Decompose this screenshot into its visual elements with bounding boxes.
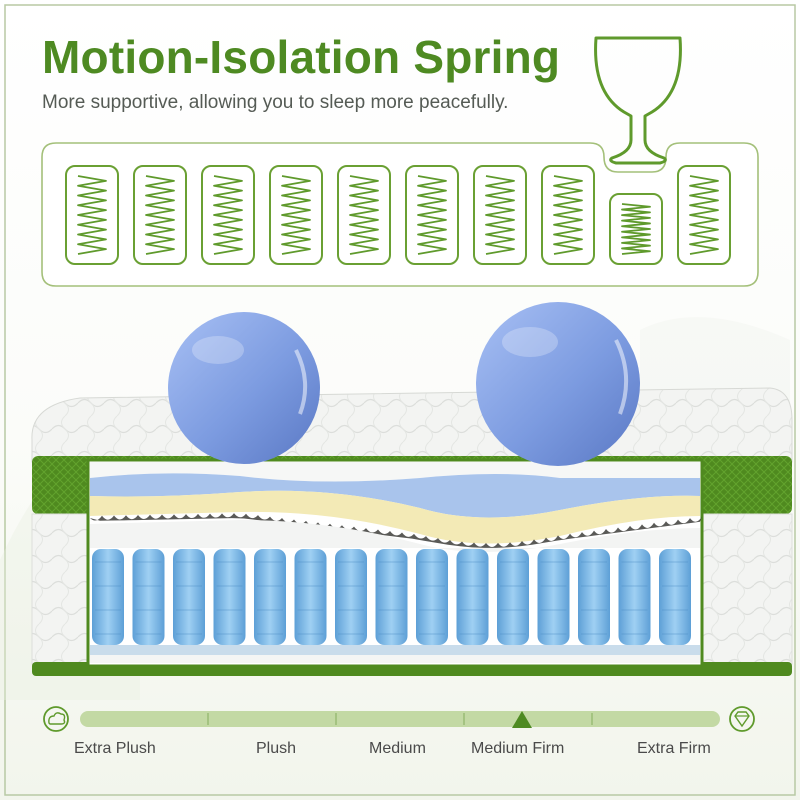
layer-gel-blue bbox=[90, 473, 700, 518]
pocket-coil bbox=[456, 549, 489, 645]
spring-icon bbox=[269, 165, 323, 265]
banner-title: Motion-Isolation Spring bbox=[42, 31, 561, 83]
pocket-coil bbox=[618, 549, 651, 645]
weight-ball-right bbox=[476, 302, 640, 466]
spring-icon bbox=[65, 165, 119, 265]
diamond-icon bbox=[729, 706, 755, 732]
firmness-label-medium: Medium bbox=[369, 740, 426, 757]
mattress-cross-section bbox=[0, 302, 793, 700]
firmness-label-plush: Plush bbox=[256, 740, 297, 757]
spring-icon bbox=[677, 165, 731, 265]
base-layer-light bbox=[90, 645, 700, 655]
layer-eggcrate-foam bbox=[90, 513, 702, 548]
firmness-ticks bbox=[207, 713, 593, 725]
spring-icon bbox=[473, 165, 527, 265]
firmness-label-extra-plush: Extra Plush bbox=[74, 740, 156, 757]
firmness-track bbox=[80, 711, 720, 727]
pocket-coil bbox=[335, 549, 367, 645]
wine-glass-icon bbox=[594, 36, 682, 165]
layer-support-white bbox=[90, 520, 700, 552]
spring-row bbox=[65, 165, 731, 265]
layer-foam-yellow bbox=[90, 490, 700, 544]
pocket-coil bbox=[254, 549, 286, 645]
base-layer-white bbox=[90, 655, 700, 663]
pocket-coil-row bbox=[92, 549, 691, 645]
compressed-spring-icon bbox=[609, 193, 663, 265]
pocket-coil bbox=[375, 549, 408, 645]
pocket-coil bbox=[173, 549, 205, 645]
firmness-label-extra-firm: Extra Firm bbox=[637, 740, 711, 757]
spring-icon bbox=[405, 165, 459, 265]
spring-icon bbox=[541, 165, 595, 265]
spring-diagram bbox=[41, 36, 759, 287]
pocket-coil bbox=[497, 549, 529, 645]
weight-ball-left bbox=[168, 312, 320, 464]
pocket-coil bbox=[578, 549, 610, 645]
side-panel-left bbox=[31, 513, 93, 665]
firmness-marker bbox=[512, 711, 532, 728]
pocket-coil bbox=[92, 549, 124, 645]
pocket-coil bbox=[294, 549, 327, 645]
pocket-coil bbox=[132, 549, 165, 645]
spring-icon bbox=[337, 165, 391, 265]
spring-icon bbox=[201, 165, 255, 265]
pocket-coil bbox=[537, 549, 570, 645]
pocket-coil bbox=[213, 549, 246, 645]
firmness-label-medium-firm: Medium Firm bbox=[471, 740, 565, 757]
side-panel-right bbox=[699, 513, 793, 665]
banner-subtitle: More supportive, allowing you to sleep m… bbox=[42, 92, 509, 113]
cloud-icon bbox=[43, 706, 69, 732]
pocket-coil bbox=[659, 549, 691, 645]
layer-top-white bbox=[90, 462, 700, 482]
spring-icon bbox=[133, 165, 187, 265]
pocket-coil bbox=[416, 549, 448, 645]
